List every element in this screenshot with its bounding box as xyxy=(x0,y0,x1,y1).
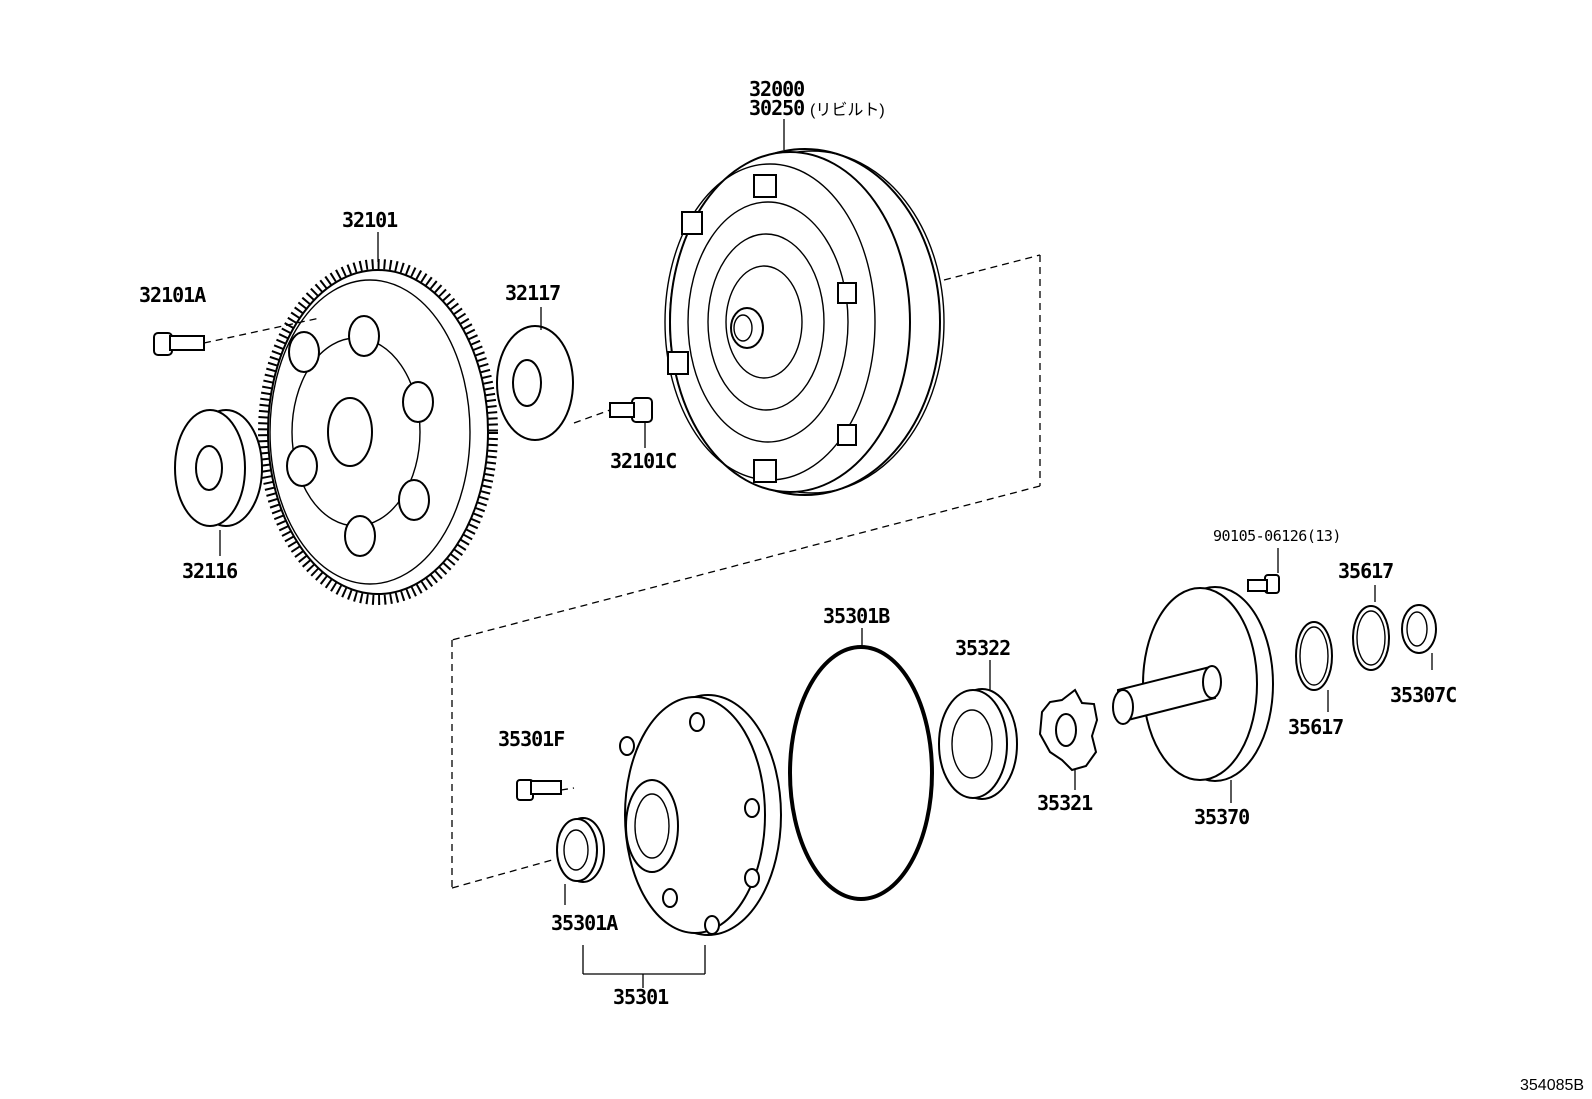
oil-seal[interactable] xyxy=(556,817,605,883)
converter-bolt[interactable] xyxy=(609,397,653,423)
diagram-ref-code: 354085B xyxy=(1520,1077,1584,1094)
driven-gear[interactable] xyxy=(938,688,1018,800)
stator-shaft[interactable] xyxy=(1112,586,1274,782)
label-sealing-ring-upper: 35617 xyxy=(1338,559,1393,583)
label-pump-bolt: 35301F xyxy=(498,727,564,751)
sealing-ring-upper[interactable] xyxy=(1352,605,1390,671)
label-converter-rebuilt: 30250 xyxy=(749,96,804,120)
label-converter-rebuilt-note: (リビルト) xyxy=(810,101,885,119)
pump-o-ring[interactable] xyxy=(788,645,934,901)
torque-converter[interactable] xyxy=(664,148,945,496)
rear-spacer[interactable] xyxy=(496,325,574,441)
leader-lines xyxy=(219,119,1433,988)
label-converter-bolt: 32101C xyxy=(610,449,676,473)
thrust-washer[interactable] xyxy=(1401,604,1437,654)
sealing-ring-lower[interactable] xyxy=(1295,621,1333,691)
label-thrust-washer: 35307C xyxy=(1390,683,1456,707)
dashed-guides xyxy=(203,254,1041,889)
label-sealing-ring-lower: 35617 xyxy=(1288,715,1343,739)
label-pump-body-bolt: 90105-06126(13) xyxy=(1213,527,1341,545)
label-converter-main: 32000 xyxy=(749,77,804,101)
front-spacer[interactable] xyxy=(174,409,263,527)
label-pump-o-ring: 35301B xyxy=(823,604,890,628)
drive-plate-bolt[interactable] xyxy=(153,332,205,356)
label-driven-gear: 35322 xyxy=(955,636,1010,660)
label-drive-plate: 32101 xyxy=(342,208,398,232)
oil-pump-body[interactable] xyxy=(619,694,782,936)
pump-body-bolt[interactable] xyxy=(1247,574,1280,594)
label-rear-spacer: 32117 xyxy=(505,281,560,305)
label-front-spacer: 32116 xyxy=(182,559,237,583)
label-oil-seal: 35301A xyxy=(551,911,618,935)
label-drive-plate-bolt: 32101A xyxy=(139,283,206,307)
pump-bolt[interactable] xyxy=(516,779,562,801)
drive-plate[interactable] xyxy=(258,259,498,605)
label-stator-shaft: 35370 xyxy=(1194,805,1249,829)
drive-gear[interactable] xyxy=(1038,688,1099,772)
label-drive-gear: 35321 xyxy=(1037,791,1093,815)
label-pump-assy: 35301 xyxy=(613,985,669,1009)
